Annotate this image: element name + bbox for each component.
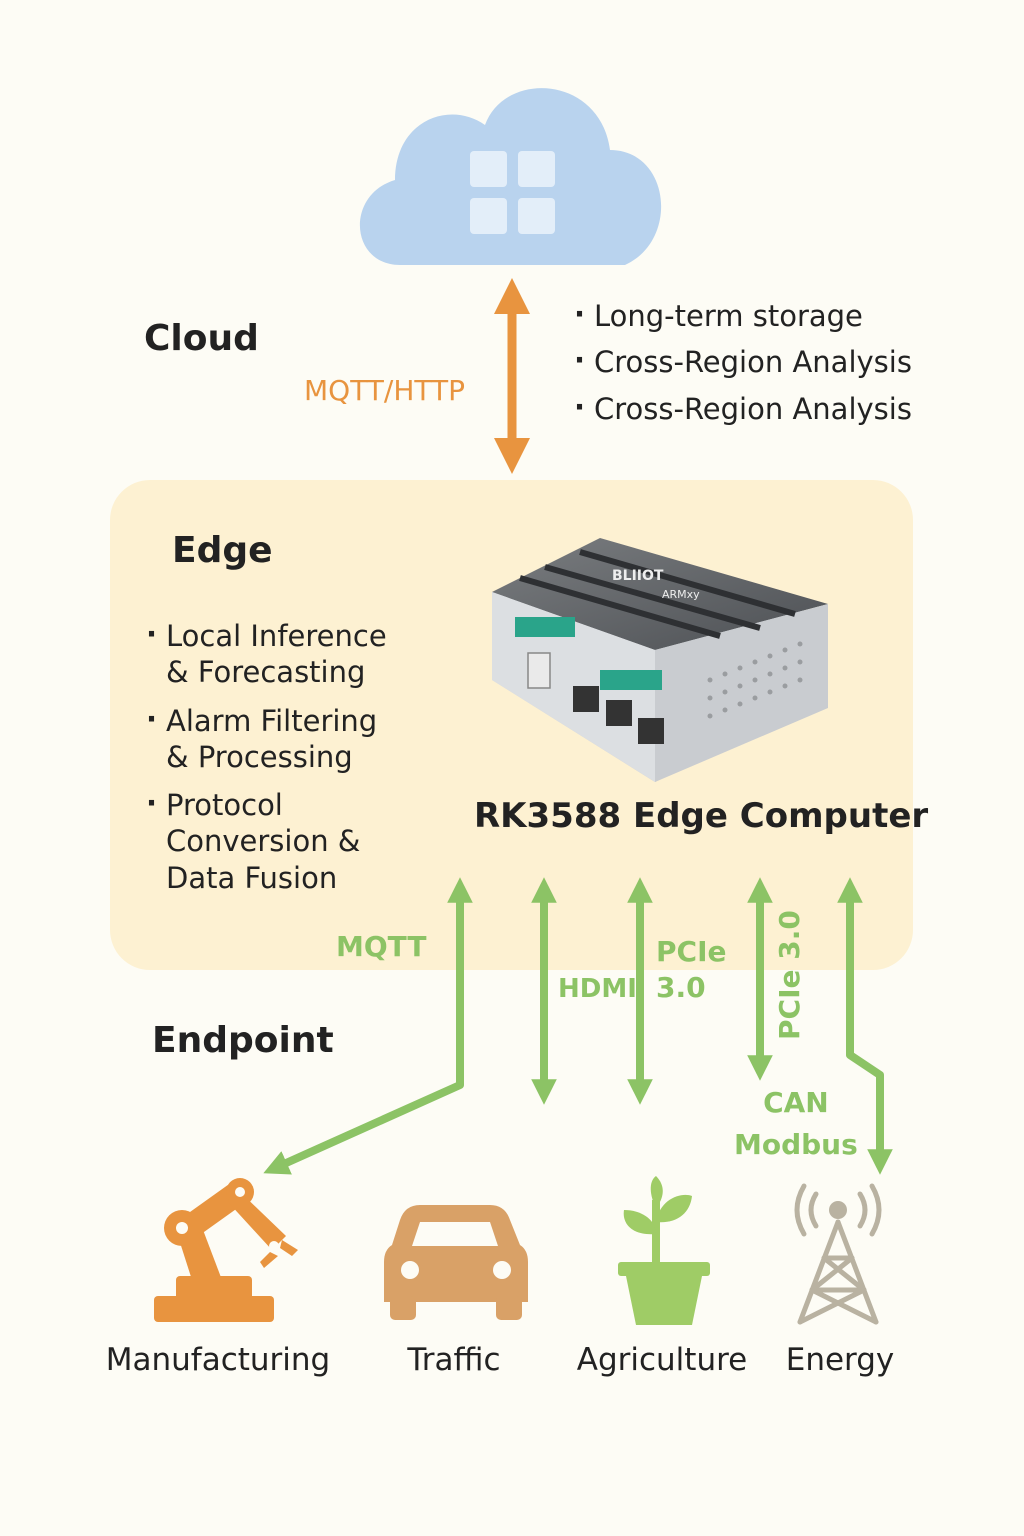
radio-tower-icon [794, 1183, 882, 1325]
can-modbus-arrow [837, 877, 893, 1175]
cloud-bullet: Cross-Region Analysis [572, 388, 912, 427]
car-icon [384, 1205, 528, 1320]
cloud-bullet: Cross-Region Analysis [572, 342, 912, 380]
edge-bullet-list: Local Inference & Forecasting Alarm Filt… [144, 616, 464, 908]
category-manufacturing: Manufacturing [105, 1342, 331, 1378]
edge-bullet: Alarm Filtering & Processing [144, 701, 464, 776]
mqtt-label: MQTT [336, 930, 427, 963]
mqtt-arrow [263, 877, 473, 1175]
svg-text:BLIIOT: BLIIOT [612, 568, 664, 584]
cloud-bullet-list: Long-term storage Cross-Region Analysis … [572, 296, 912, 437]
plant-pot-icon [618, 1176, 710, 1325]
category-agriculture: Agriculture [576, 1342, 748, 1378]
edge-computer-device: BLIIOT ARMxy [492, 538, 828, 782]
category-energy: Energy [785, 1342, 895, 1378]
device-name: RK3588 Edge Computer [474, 796, 929, 836]
can-modbus-label: CAN Modbus [734, 1086, 858, 1161]
edge-bullet: Local Inference & Forecasting [144, 616, 464, 691]
cloud-title: Cloud [144, 318, 259, 359]
hdmi-label: HDMI [558, 974, 637, 1004]
endpoint-title: Endpoint [152, 1020, 334, 1061]
mqtt-http-label: MQTT/HTTP [304, 374, 465, 407]
category-traffic: Traffic [407, 1342, 501, 1378]
cloud-bullet: Long-term storage [572, 296, 912, 334]
robot-arm-icon [154, 1178, 298, 1322]
svg-text:ARMxy: ARMxy [662, 588, 700, 601]
edge-title: Edge [172, 530, 273, 571]
pcie-label-a: PCIe 3.0 [656, 935, 727, 1005]
edge-bullet: Protocol Conversion & Data Fusion [144, 785, 464, 896]
cloud-icon [359, 88, 662, 265]
pcie-label-b: PCIe 3.0 [773, 910, 806, 1040]
